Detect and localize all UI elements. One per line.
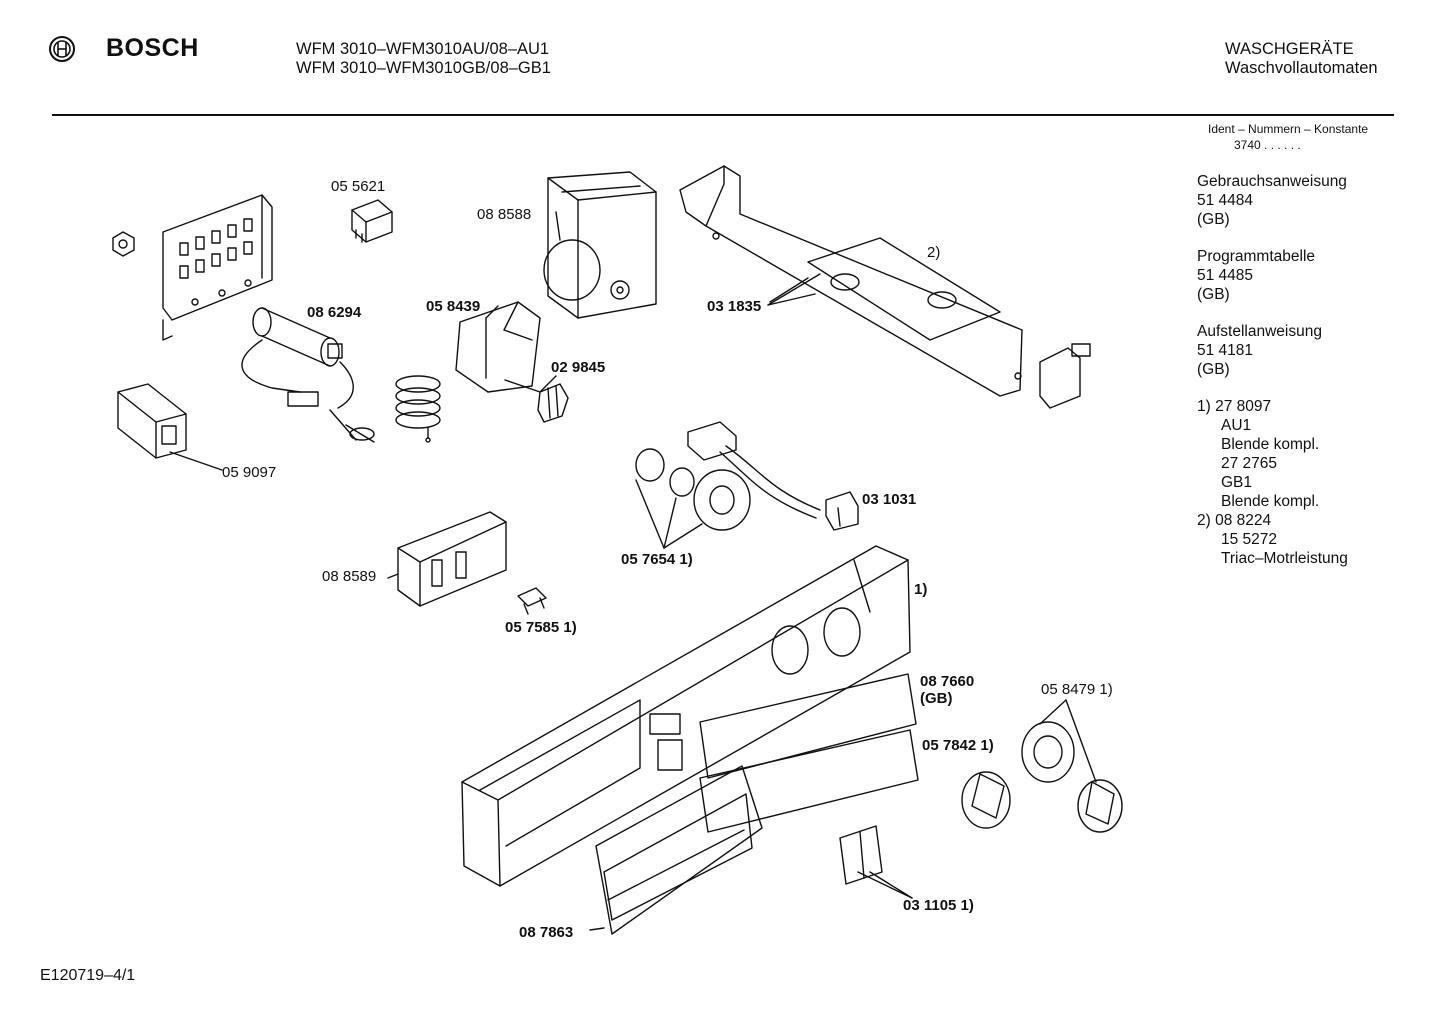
display-window-part bbox=[589, 765, 763, 935]
leader-line bbox=[539, 375, 557, 393]
footnote-marker-2: 2) bbox=[927, 244, 941, 261]
part-label-059097: 05 9097 bbox=[222, 464, 277, 481]
doc-title: Aufstellanweisung bbox=[1197, 323, 1322, 340]
cable-connector-part bbox=[687, 421, 859, 531]
drawing-id: E120719–4/1 bbox=[40, 967, 136, 984]
part-label-031835: 03 1835 bbox=[707, 298, 762, 315]
note-line: 15 5272 bbox=[1221, 531, 1278, 548]
note-line: GB1 bbox=[1221, 474, 1253, 491]
transformer-part bbox=[117, 383, 223, 471]
control-panel-part bbox=[461, 545, 911, 887]
bosch-armature-icon bbox=[49, 35, 75, 62]
part-label-057654: 05 7654 1) bbox=[621, 551, 693, 568]
door-lock-part bbox=[455, 301, 541, 393]
coupling-part bbox=[537, 383, 569, 423]
note-line: Blende kompl. bbox=[1221, 493, 1320, 510]
note-line: Triac–Motrleistung bbox=[1221, 550, 1348, 567]
model-line-2: WFM 3010–WFM3010GB/08–GB1 bbox=[296, 59, 551, 77]
electronic-module-part bbox=[387, 511, 507, 607]
programmer-part bbox=[543, 171, 657, 319]
part-label-055621: 05 5621 bbox=[331, 178, 386, 195]
category-line-1: WASCHGERÄTE bbox=[1225, 40, 1354, 58]
category-line-2: Waschvollautomaten bbox=[1225, 59, 1378, 77]
part-label-057585: 05 7585 1) bbox=[505, 619, 577, 636]
model-lines: WFM 3010–WFM3010AU/08–AU1 WFM 3010–WFM30… bbox=[296, 40, 551, 78]
ident-value: 3740 . . . . . . bbox=[1234, 138, 1301, 152]
doc-number: 51 4181 bbox=[1197, 342, 1254, 359]
ident-title: Ident – Nummern – Konstante bbox=[1208, 122, 1369, 136]
clip-part bbox=[517, 587, 547, 615]
knob-bearing-part bbox=[635, 448, 751, 549]
doc-region: (GB) bbox=[1197, 211, 1230, 228]
relay-pair-part bbox=[839, 825, 913, 899]
model-line-1: WFM 3010–WFM3010AU/08–AU1 bbox=[296, 40, 550, 58]
cover-strip-part bbox=[699, 673, 919, 833]
doc-number: 51 4484 bbox=[1197, 192, 1254, 209]
footnotes: 1) 27 8097 AU1 Blende kompl. 27 2765 GB1… bbox=[1197, 397, 1348, 568]
part-label-087660: 08 7660 bbox=[920, 673, 975, 690]
doc-region: (GB) bbox=[1197, 286, 1230, 303]
part-label-058439: 05 8439 bbox=[426, 298, 481, 315]
part-label-087863: 08 7863 bbox=[519, 924, 574, 941]
part-label-029845: 02 9845 bbox=[551, 359, 606, 376]
note-line: 1) 27 8097 bbox=[1197, 398, 1272, 415]
doc-number: 51 4485 bbox=[1197, 267, 1254, 284]
part-label-057842: 05 7842 1) bbox=[922, 737, 994, 754]
doc-title: Gebrauchsanweisung bbox=[1197, 173, 1347, 190]
part-label-088588: 08 8588 bbox=[477, 206, 532, 223]
relay-part bbox=[351, 199, 393, 243]
note-line: AU1 bbox=[1221, 417, 1252, 434]
capacitor-part bbox=[241, 307, 375, 443]
header-divider bbox=[52, 114, 1394, 116]
doc-program-table: Programmtabelle 51 4485 (GB) bbox=[1197, 247, 1315, 304]
hex-nut-part bbox=[112, 231, 135, 257]
brand-name: BOSCH bbox=[106, 34, 199, 62]
part-label-087660-region: (GB) bbox=[920, 690, 953, 707]
category-lines: WASCHGERÄTE Waschvollautomaten bbox=[1225, 40, 1378, 78]
selector-knob-part bbox=[961, 699, 1123, 833]
footnote-marker-1: 1) bbox=[914, 581, 928, 598]
brand-logo: BOSCH bbox=[48, 34, 199, 63]
bracket-part bbox=[679, 165, 1091, 409]
mounting-plate-part bbox=[162, 194, 273, 341]
doc-region: (GB) bbox=[1197, 361, 1230, 378]
note-line: 27 2765 bbox=[1221, 455, 1278, 472]
spring-part bbox=[395, 375, 441, 443]
part-label-086294: 08 6294 bbox=[307, 304, 362, 321]
part-label-058479: 05 8479 1) bbox=[1041, 681, 1113, 698]
part-label-031105: 03 1105 1) bbox=[903, 897, 974, 914]
doc-user-manual: Gebrauchsanweisung 51 4484 (GB) bbox=[1197, 172, 1347, 229]
leader-line bbox=[485, 305, 499, 319]
doc-title: Programmtabelle bbox=[1197, 248, 1316, 265]
note-line: Blende kompl. bbox=[1221, 436, 1320, 453]
leader-line bbox=[769, 277, 809, 303]
note-line: 2) 08 8224 bbox=[1197, 512, 1272, 529]
doc-installation: Aufstellanweisung 51 4181 (GB) bbox=[1197, 322, 1322, 379]
part-label-031031: 03 1031 bbox=[862, 491, 917, 508]
part-label-088589: 08 8589 bbox=[322, 568, 377, 585]
